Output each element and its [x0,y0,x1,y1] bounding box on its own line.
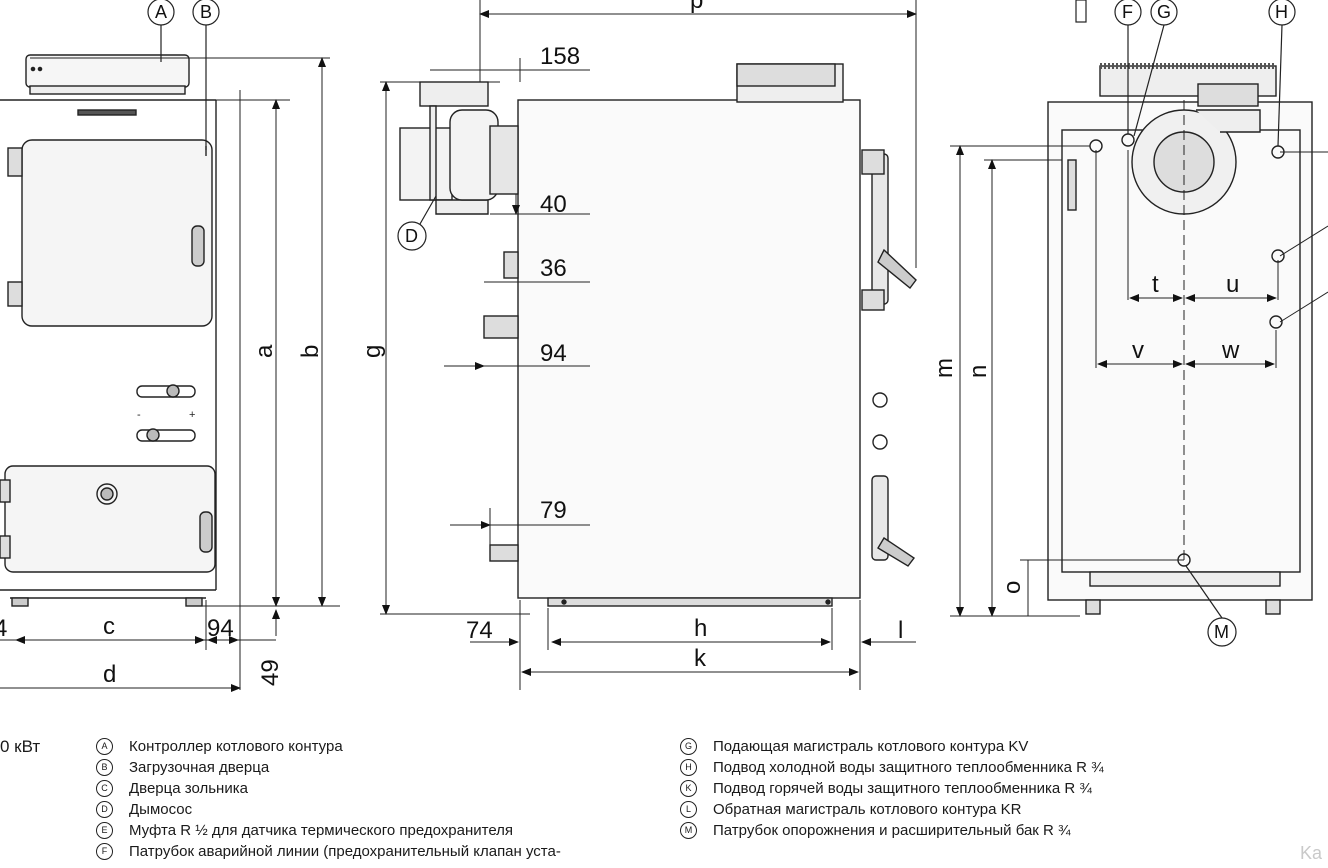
dim-rear-u: u [1226,271,1239,298]
dim-side-p: p [690,0,703,14]
svg-text:A: A [155,2,167,22]
dim-rear-m: m [931,358,958,378]
dim-rear-o: o [999,581,1026,594]
dim-rear-w: w [1221,337,1240,364]
dim-side-36: 36 [540,255,567,282]
svg-text:G: G [1157,2,1171,22]
svg-text:+: + [189,409,195,421]
dim-side-79: 79 [540,497,567,524]
dim-side-40: 40 [540,191,567,218]
dim-side-g: g [359,345,386,358]
svg-text:H: H [1275,2,1288,22]
watermark: Ka [1299,843,1322,863]
svg-text:-: - [137,409,141,421]
rear-view [1047,63,1313,615]
technical-drawing: - + a b c 94 d 4 49 A [0,0,1328,692]
svg-text:D: D [405,226,418,246]
dim-front-c: c [103,613,115,640]
dim-side-h: h [694,615,707,642]
flue-fan [419,81,489,107]
dim-rear-t: t [1152,271,1159,298]
side-view [399,63,917,607]
dim-rear-v: v [1132,337,1144,364]
dim-front-94: 94 [207,615,234,642]
dim-front-4: 4 [0,615,7,642]
svg-text:M: M [1214,622,1229,642]
dim-rear-n: n [965,365,992,378]
loading-door [21,139,213,327]
front-view: - + [0,54,217,607]
dim-front-49: 49 [257,659,284,686]
svg-text:F: F [1122,2,1133,22]
svg-text:B: B [200,2,212,22]
controller-unit [25,54,190,88]
dim-side-74: 74 [466,617,493,644]
dim-side-158: 158 [540,43,580,70]
dim-side-l: l [898,617,903,644]
dim-front-a: a [251,344,278,358]
boiler-side-body [517,99,861,599]
dim-side-k: k [694,645,707,672]
power-rating: 0 кВт [0,737,41,756]
callout-d [397,221,427,251]
ash-door [4,465,216,573]
dim-front-b: b [297,345,324,358]
dim-side-94: 94 [540,340,567,367]
dim-front-d: d [103,661,116,688]
